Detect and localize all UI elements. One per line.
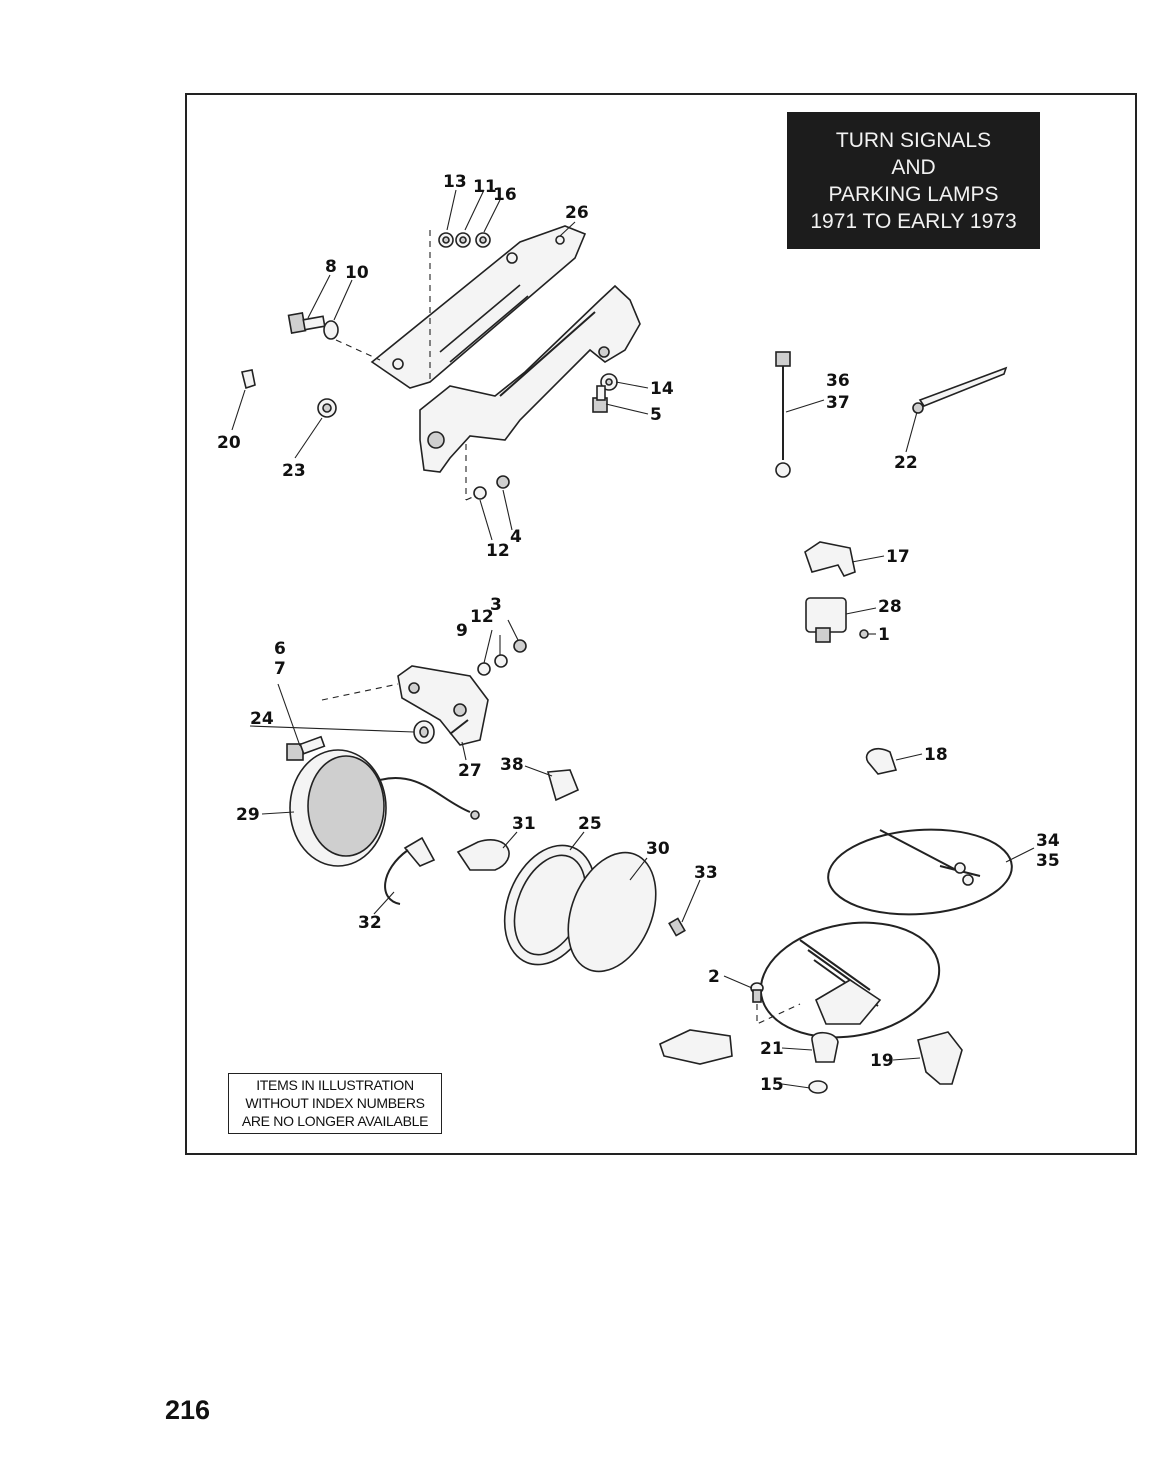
notice-line-2: WITHOUT INDEX NUMBERS	[245, 1095, 425, 1111]
callout-29: 29	[236, 805, 260, 825]
callout-1: 1	[878, 625, 890, 645]
mounting-plate-27	[397, 665, 489, 746]
wire-36-37	[775, 351, 791, 478]
callout-2: 2	[708, 967, 720, 987]
page-number: 216	[165, 1395, 211, 1425]
washer-12-screw-4	[473, 475, 510, 500]
callout-33: 33	[694, 863, 718, 883]
clip-18	[865, 747, 898, 775]
clip-19	[917, 1031, 963, 1085]
bolt-8-washer-10	[287, 311, 339, 340]
clamp-21	[811, 1031, 839, 1063]
cover-17	[804, 541, 856, 577]
bolt-6-7	[286, 735, 326, 761]
hardware-13-11-16	[438, 232, 491, 248]
callout-36: 36	[826, 371, 850, 391]
clip-20	[241, 369, 256, 390]
title-line-1: TURN SIGNALS	[835, 128, 992, 152]
title-line-2: AND	[891, 155, 936, 179]
callout-9: 9	[456, 621, 468, 641]
leader-lines	[231, 189, 1035, 1089]
callout-15: 15	[760, 1075, 784, 1095]
callout-5: 5	[650, 405, 662, 425]
callout-6: 6	[274, 639, 286, 659]
nut-23	[317, 398, 337, 418]
screw-2	[750, 982, 764, 1003]
callout-21: 21	[760, 1039, 784, 1059]
callout-32: 32	[358, 913, 382, 933]
callout-16: 16	[493, 185, 517, 205]
callout-11: 11	[473, 177, 497, 197]
callout-12-upper: 12	[486, 541, 510, 561]
harness-34-35	[827, 828, 1013, 916]
screw-1	[859, 629, 869, 639]
socket-38	[546, 769, 580, 802]
callout-3: 3	[490, 595, 502, 615]
notice-line-3: ARE NO LONGER AVAILABLE	[241, 1113, 429, 1129]
callout-20: 20	[217, 433, 241, 453]
callout-10: 10	[345, 263, 369, 283]
screw-33	[668, 917, 686, 937]
nut-15	[808, 1080, 828, 1094]
callout-26: 26	[565, 203, 589, 223]
hardware-9-12-3	[477, 639, 527, 676]
callout-34: 34	[1036, 831, 1060, 851]
cable-tie-22	[912, 366, 1008, 414]
callout-8: 8	[325, 257, 337, 277]
callout-numbers: 13 11 16 26 8 10 20 23 14 5 12 4 36 37 2…	[217, 172, 1060, 1095]
callout-12-lower: 12	[470, 607, 494, 627]
availability-notice: ITEMS IN ILLUSTRATION WITHOUT INDEX NUMB…	[228, 1073, 442, 1134]
bolt-5	[592, 385, 608, 413]
callout-14: 14	[650, 379, 674, 399]
callout-4: 4	[510, 527, 522, 547]
title-line-4: 1971 TO EARLY 1973	[810, 209, 1017, 233]
socket-wire-32	[384, 836, 436, 905]
diagram-title-box: TURN SIGNALS AND PARKING LAMPS 1971 TO E…	[787, 112, 1040, 249]
title-line-3: PARKING LAMPS	[828, 182, 999, 206]
callout-24: 24	[250, 709, 274, 729]
callout-27: 27	[458, 761, 482, 781]
grommet-24	[413, 720, 435, 744]
lamp-support-bar	[419, 284, 641, 473]
callout-30: 30	[646, 839, 670, 859]
callout-13: 13	[443, 172, 467, 192]
callout-7: 7	[274, 659, 286, 679]
callout-19: 19	[870, 1051, 894, 1071]
lamp-housing-29	[289, 749, 480, 867]
diagram-frame	[185, 93, 1137, 1155]
callout-38: 38	[500, 755, 524, 775]
callout-22: 22	[894, 453, 918, 473]
callout-31: 31	[512, 814, 536, 834]
flasher-28	[805, 597, 847, 643]
callout-37: 37	[826, 393, 850, 413]
callout-18: 18	[924, 745, 948, 765]
notice-line-1: ITEMS IN ILLUSTRATION	[256, 1077, 414, 1093]
callout-35: 35	[1036, 851, 1060, 871]
lens-30	[567, 851, 657, 973]
callout-23: 23	[282, 461, 306, 481]
license-lamp-base	[659, 979, 882, 1065]
callout-17: 17	[886, 547, 910, 567]
bulb-31	[456, 839, 510, 871]
callout-28: 28	[878, 597, 902, 617]
callout-25: 25	[578, 814, 602, 834]
